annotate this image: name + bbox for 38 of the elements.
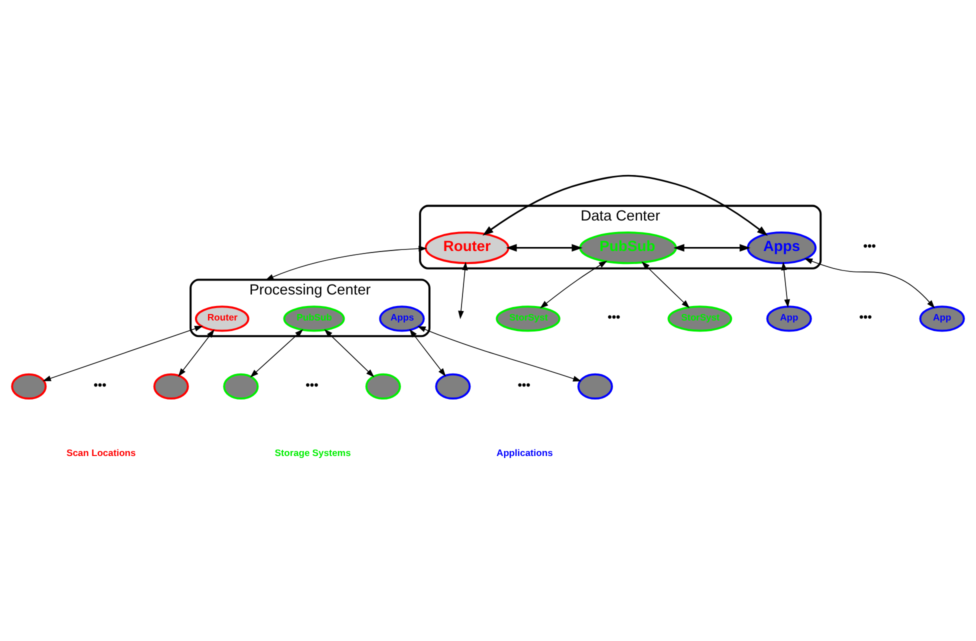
- label: •••: [518, 377, 530, 392]
- label: •••: [859, 309, 872, 324]
- node-ellipse: PubSub: [283, 305, 345, 332]
- label: Storage Systems: [274, 446, 351, 458]
- node-ellipse: [223, 372, 259, 400]
- arrow: [781, 261, 790, 308]
- node-ellipse: Apps: [379, 305, 425, 332]
- label: Applications: [496, 446, 553, 458]
- arrow: [324, 328, 374, 377]
- arrow: [265, 245, 427, 280]
- arrow: [42, 325, 203, 381]
- node-ellipse: [435, 372, 471, 400]
- node-ellipse: StorSyst: [668, 305, 732, 332]
- node-ellipse: App: [919, 305, 965, 332]
- node-ellipse: Router: [424, 231, 510, 264]
- arrow: [250, 328, 304, 377]
- node-ellipse: PubSub: [579, 231, 677, 264]
- node-ellipse: [365, 372, 401, 400]
- arrow: [804, 258, 935, 308]
- arrow: [642, 261, 690, 308]
- arrow: [409, 328, 446, 376]
- arrow: [674, 244, 750, 252]
- label: •••: [608, 309, 620, 324]
- arrow: [417, 326, 582, 381]
- arrow: [540, 260, 608, 308]
- node-ellipse: [153, 372, 189, 400]
- arrow: [506, 244, 583, 252]
- node-ellipse: StorSyst: [496, 305, 560, 332]
- node-ellipse: [577, 372, 613, 400]
- node-ellipse: App: [766, 305, 812, 332]
- node-ellipse: [11, 372, 47, 400]
- label: •••: [863, 238, 876, 253]
- arrow: [482, 174, 768, 236]
- arrow: [458, 261, 468, 319]
- label: •••: [306, 377, 318, 392]
- arrow: [178, 328, 214, 376]
- label: •••: [94, 377, 106, 392]
- label: Scan Locations: [66, 446, 136, 458]
